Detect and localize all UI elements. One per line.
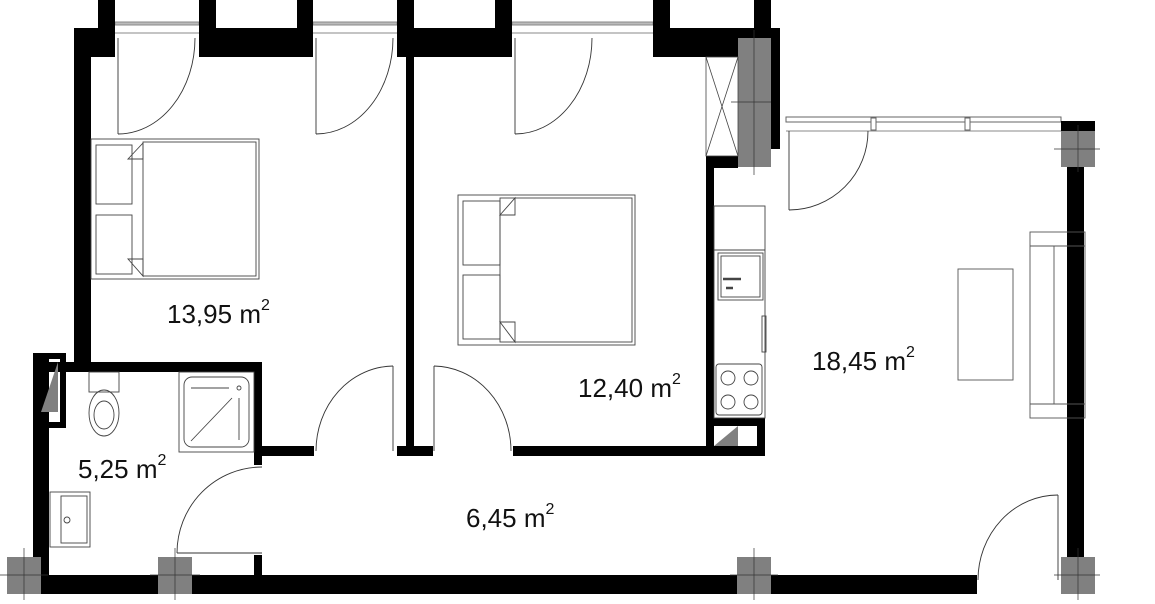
room-area-label-living-kitchen: 18,45 m2 [812, 344, 915, 376]
windows [114, 21, 1062, 132]
kitchen-counter [713, 205, 767, 419]
ventilation-shaft [705, 56, 739, 157]
room-area-label-bedroom-1: 13,95 m2 [167, 297, 270, 329]
room-area-label-bedroom-2: 12,40 m2 [578, 371, 681, 403]
room-area-label-bathroom: 5,25 m2 [78, 452, 167, 484]
doors [117, 37, 1059, 581]
bathroom-fixtures [49, 371, 255, 548]
room-area-label-hallway: 6,45 m2 [466, 501, 555, 533]
living-furniture [957, 231, 1086, 419]
column-axis-marks [0, 30, 1100, 600]
bed-1 [90, 138, 260, 280]
walls [33, 0, 1095, 594]
bed-2 [457, 194, 636, 346]
